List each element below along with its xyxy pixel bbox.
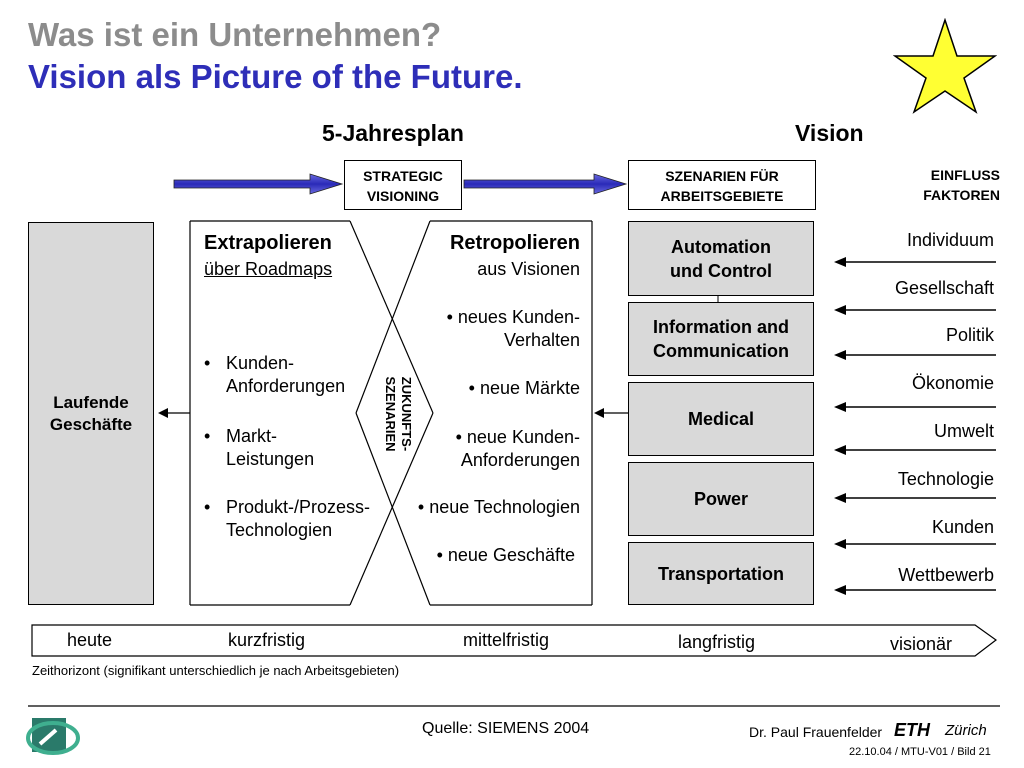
factor-wettbewerb: Wettbewerb <box>898 565 994 585</box>
einfluss-faktoren-label: EINFLUSS FAKTOREN <box>880 165 1000 205</box>
area-automation: Automation und Control <box>628 221 814 296</box>
factor-oekonomie: Ökonomie <box>911 373 994 393</box>
einfluss-line-1: EINFLUSS <box>930 167 1000 183</box>
szenarien-line-2: ARBEITSGEBIETE <box>660 188 784 204</box>
factor-technologie: Technologie <box>897 469 994 489</box>
timeline-visionaer: visionär <box>890 634 953 654</box>
extrapolieren-sub: über Roadmaps <box>204 259 333 279</box>
extra-bullet-2-l2: Leistungen <box>226 449 315 469</box>
szenarien-box: SZENARIEN FÜR ARBEITSGEBIETE <box>628 160 816 210</box>
extra-bullet-1-l2: Anforderungen <box>226 376 346 396</box>
extra-bullet-1-l1: Kunden- <box>226 353 295 373</box>
area-medical: Medical <box>628 382 814 456</box>
strategic-line-1: STRATEGIC <box>363 168 443 184</box>
retro-bullet-4-l1: • neue Technologien <box>417 497 580 517</box>
timeline-heute: heute <box>67 630 113 650</box>
header-vision: Vision <box>795 120 864 146</box>
szenarien-line-1: SZENARIEN FÜR <box>665 168 779 184</box>
logo-icon <box>26 718 80 755</box>
footer-eth-logo: ETH <box>894 720 930 740</box>
retro-bullet-1-l2: Verhalten <box>503 330 580 350</box>
star-icon <box>893 18 997 114</box>
area-transportation: Transportation <box>628 542 814 605</box>
footer-ref: 22.10.04 / MTU-V01 / Bild 21 <box>849 746 991 758</box>
einfluss-line-2: FAKTOREN <box>923 187 1000 203</box>
timeline-langfristig: langfristig <box>678 632 756 652</box>
retro-bullet-2-l1: • neue Märkte <box>468 378 580 398</box>
retro-bullet-5-l1: • neue Geschäfte <box>436 545 575 565</box>
factor-individuum: Individuum <box>906 230 994 250</box>
area-power: Power <box>628 462 814 536</box>
factor-politik: Politik <box>945 325 994 345</box>
area-transportation-l1: Transportation <box>657 563 784 584</box>
extra-bullet-2-l1: Markt- <box>226 426 277 446</box>
footer-zurich: Zürich <box>945 722 987 739</box>
timeline-kurzfristig: kurzfristig <box>228 630 306 650</box>
retropolieren-sub: aus Visionen <box>477 259 580 279</box>
area-information-l2: Communication <box>652 341 789 361</box>
arrow-1 <box>173 173 344 195</box>
extra-bullet-3-l1: Produkt-/Prozess- <box>226 497 371 517</box>
area-information: Information and Communication <box>628 302 814 376</box>
footer-author: Dr. Paul Frauenfelder <box>749 724 883 740</box>
area-power-l1: Power <box>693 489 749 509</box>
factor-umwelt: Umwelt <box>933 421 994 441</box>
header-5-jahresplan: 5-Jahresplan <box>322 120 464 146</box>
zukunfts-line-2: SZENARIEN <box>383 376 398 452</box>
footer-source: Quelle: SIEMENS 2004 <box>422 720 590 737</box>
area-automation-l1: Automation <box>671 236 771 257</box>
factor-kunden: Kunden <box>931 517 994 537</box>
timeline-note: Zeithorizont (signifikant unterschiedlic… <box>32 663 400 678</box>
laufende-line-1: Laufende <box>53 392 129 412</box>
retropolieren-heading: Retropolieren <box>449 232 580 254</box>
title-line-1: Was ist ein Unternehmen? <box>28 16 442 53</box>
area-information-l1: Information and <box>652 317 789 337</box>
timeline-arrow <box>31 624 998 657</box>
laufende-line-2: Geschäfte <box>49 414 133 434</box>
blue-arrows <box>173 173 628 195</box>
retro-bullet-3-l1: • neue Kunden- <box>455 427 580 447</box>
area-automation-l2: und Control <box>670 260 772 281</box>
area-medical-l1: Medical <box>687 409 755 429</box>
timeline-mittelfristig: mittelfristig <box>463 630 550 650</box>
factor-gesellschaft: Gesellschaft <box>894 278 994 298</box>
title-line-2: Vision als Picture of the Future. <box>28 58 523 95</box>
retro-bullet-1-l1: • neues Kunden- <box>446 307 580 327</box>
retropolieren-column: Retropolieren aus Visionen • neues Kunde… <box>400 232 580 592</box>
extra-bullet-3-l2: Technologien <box>226 520 333 540</box>
arrow-2 <box>463 173 628 195</box>
extrapolieren-heading: Extrapolieren <box>204 232 332 254</box>
strategic-visioning-box: STRATEGIC VISIONING <box>344 160 462 210</box>
strategic-line-2: VISIONING <box>366 188 440 204</box>
retro-bullet-3-l2: Anforderungen <box>460 450 580 470</box>
laufende-geschaefte-box: Laufende Geschäfte <box>28 222 154 605</box>
